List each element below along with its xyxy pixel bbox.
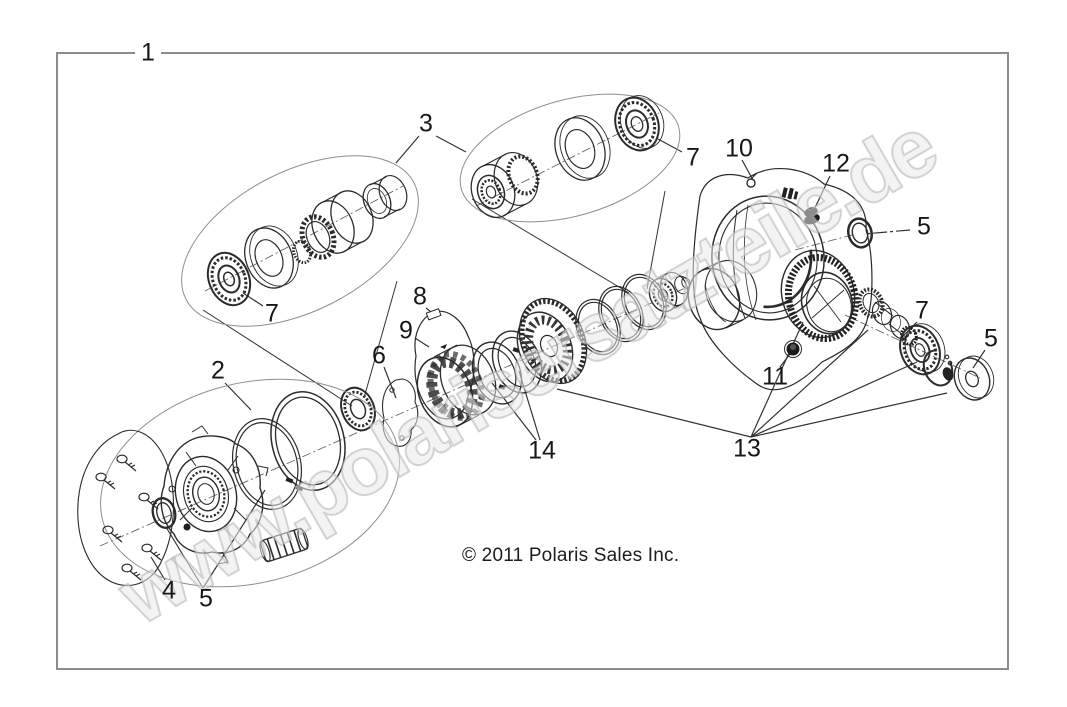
callout-11: 11 bbox=[762, 362, 788, 391]
callout-6: 6 bbox=[372, 341, 386, 370]
callout-5-lower-left: 5 bbox=[199, 584, 213, 613]
callout-5-right-upper: 5 bbox=[917, 212, 931, 241]
callout-13: 13 bbox=[733, 434, 761, 463]
roller-cage-drawing bbox=[416, 344, 497, 428]
gear-with-bearing-drawing-b bbox=[470, 152, 540, 219]
bearing-drawing-b bbox=[614, 95, 665, 152]
callout-10: 10 bbox=[725, 134, 753, 163]
bearing-drawing-d bbox=[899, 323, 946, 376]
subassembly-gear-group-b bbox=[459, 93, 681, 223]
callout-2: 2 bbox=[211, 356, 225, 385]
retainer-plates-14-drawing bbox=[471, 330, 543, 405]
callout-14: 14 bbox=[528, 436, 556, 465]
callout-7-right: 7 bbox=[915, 296, 929, 325]
hub-bearing-drawing bbox=[648, 271, 691, 313]
cover-screws-drawing bbox=[95, 454, 162, 581]
gasket-6-drawing bbox=[381, 378, 419, 447]
cover-plate-8-9-drawing bbox=[414, 308, 475, 420]
plug-11-drawing bbox=[784, 340, 802, 358]
callout-3: 3 bbox=[419, 109, 433, 138]
seal-ring-5-upper-drawing bbox=[847, 217, 873, 249]
callout-5-far-right: 5 bbox=[984, 324, 998, 353]
cover-disc-4-drawing bbox=[77, 429, 175, 587]
copyright-text: © 2011 Polaris Sales Inc. bbox=[462, 545, 680, 566]
screw-12-drawing bbox=[804, 207, 820, 225]
callout-7-top-left: 7 bbox=[265, 299, 279, 328]
bearing-drawing-e bbox=[340, 386, 376, 432]
retaining-ring-drawing bbox=[270, 390, 346, 492]
callout-12: 12 bbox=[822, 149, 850, 178]
assembly-border-box bbox=[56, 52, 1009, 670]
subassembly-pinion-group-a bbox=[181, 155, 419, 327]
gearcase-housing-drawing bbox=[687, 167, 873, 391]
callout-7-top-middle: 7 bbox=[686, 143, 700, 172]
callout-8: 8 bbox=[413, 282, 427, 311]
input-cover-group-drawing bbox=[77, 378, 400, 588]
housing-output-collar bbox=[780, 249, 860, 343]
bearing-drawing-a bbox=[206, 251, 252, 307]
o-rings-drawing bbox=[575, 273, 667, 356]
washer-drawing-a bbox=[244, 225, 299, 289]
gasket-ring-drawing bbox=[232, 418, 302, 510]
callout-1: 1 bbox=[135, 40, 161, 66]
center-casting-drawing bbox=[160, 425, 269, 565]
callout-4: 4 bbox=[162, 576, 176, 605]
callout-leader-lines bbox=[150, 135, 986, 589]
washer-5-right-drawing bbox=[953, 355, 995, 401]
bushing-drawing-a bbox=[362, 175, 408, 220]
washer-drawing-b bbox=[554, 115, 611, 181]
gear-cluster-drawing-a bbox=[292, 190, 374, 265]
callout-9: 9 bbox=[399, 316, 413, 345]
roll-pin-drawing bbox=[259, 527, 309, 563]
output-shaft-group-drawing bbox=[857, 287, 995, 401]
housing-label-tag bbox=[781, 187, 799, 200]
housing-cylinder-opening bbox=[687, 259, 758, 331]
clutch-stack-drawing bbox=[340, 271, 691, 447]
